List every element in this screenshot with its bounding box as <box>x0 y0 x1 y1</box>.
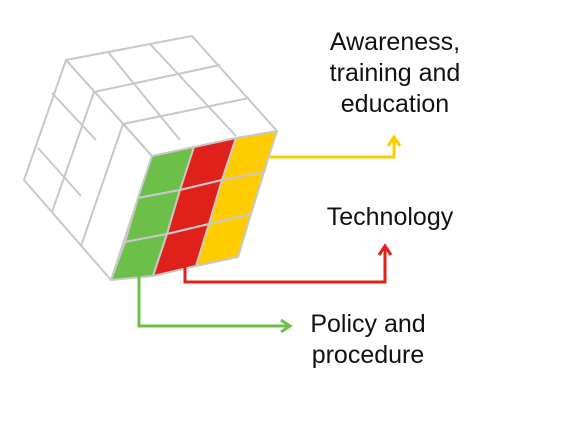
label-line: Policy and <box>310 310 426 338</box>
arrow-up-icon <box>386 134 402 147</box>
yellow-connector <box>270 134 402 159</box>
label-line: Technology <box>326 203 454 231</box>
technology-label: Technology <box>300 202 480 233</box>
yellow-cell <box>195 213 252 267</box>
arrow-right-icon <box>280 318 293 334</box>
cube-front-face <box>110 130 278 281</box>
label-line: training and <box>329 59 461 87</box>
green-connector <box>137 276 293 334</box>
yellow-connector-line <box>270 139 396 159</box>
label-line: education <box>340 90 450 118</box>
awareness-training-education-label: Awareness, training and education <box>308 27 482 120</box>
green-connector-line <box>137 276 288 328</box>
label-line: Awareness, <box>329 28 461 56</box>
red-connector <box>183 243 393 284</box>
arrow-up-icon <box>377 243 393 256</box>
policy-procedure-label: Policy and procedure <box>288 309 448 371</box>
label-line: procedure <box>311 341 425 369</box>
red-connector-line <box>183 248 387 284</box>
